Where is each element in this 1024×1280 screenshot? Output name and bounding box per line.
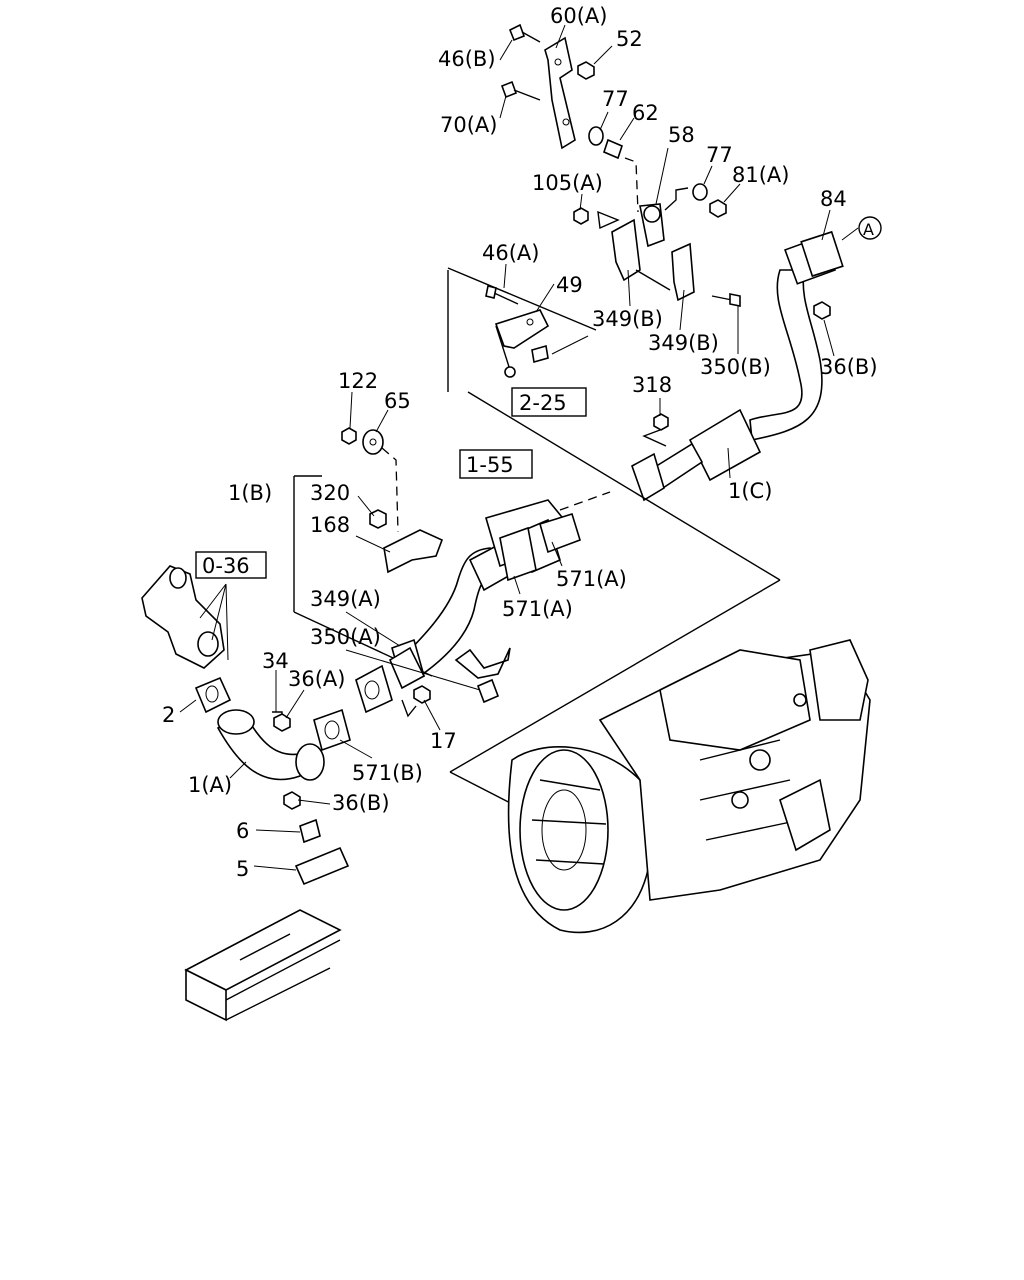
callout-52: 52 [616, 27, 643, 51]
gasket-2 [194, 676, 232, 714]
nut-105a [573, 207, 589, 225]
callout-1c: 1(C) [728, 479, 772, 503]
bolt-6 [299, 818, 321, 844]
callout-168: 168 [310, 513, 350, 537]
callout-36a: 36(A) [288, 667, 345, 691]
transmission-assembly [507, 639, 871, 934]
callout-349b-left: 349(B) [592, 307, 663, 331]
callout-46a: 46(A) [482, 241, 539, 265]
nut-122 [341, 427, 357, 445]
callout-349a: 349(A) [310, 587, 381, 611]
callout-62: 62 [632, 101, 659, 125]
callout-320: 320 [310, 481, 350, 505]
bolt-to-2-25 [531, 344, 549, 364]
clamp-349b-right [671, 242, 695, 302]
bracket-60a [544, 36, 576, 150]
bracket-49 [494, 309, 550, 378]
callout-77-right: 77 [706, 143, 733, 167]
callout-318: 318 [632, 373, 672, 397]
bolt-320 [369, 509, 387, 529]
chassis-frame [184, 909, 342, 1022]
callout-84: 84 [820, 187, 847, 211]
washer-77b [692, 183, 708, 201]
gasket-571b [313, 708, 351, 752]
callout-571a-right: 571(A) [556, 567, 627, 591]
ref-box-0-36-label: 0-36 [202, 554, 250, 578]
nut-318 [653, 413, 669, 431]
callout-58: 58 [668, 123, 695, 147]
callout-1a: 1(A) [188, 773, 232, 797]
callout-49: 49 [556, 273, 583, 297]
callout-2: 2 [162, 703, 175, 727]
callout-350b: 350(B) [700, 355, 771, 379]
connector-marker-a: A [858, 216, 882, 240]
nut-81a [709, 199, 727, 218]
bolt-46b [508, 23, 541, 43]
ref-box-1-55-label: 1-55 [466, 453, 514, 477]
callout-571a-left: 571(A) [502, 597, 573, 621]
callout-6: 6 [236, 819, 249, 843]
callout-17: 17 [430, 729, 457, 753]
exhaust-manifold-0-36 [141, 565, 225, 669]
callout-1b: 1(B) [228, 481, 272, 505]
callout-350a: 350(A) [310, 625, 381, 649]
nut-52 [577, 61, 595, 80]
callout-122: 122 [338, 369, 378, 393]
callout-65: 65 [384, 389, 411, 413]
callout-5: 5 [236, 857, 249, 881]
callout-81a: 81(A) [732, 163, 789, 187]
callout-70a: 70(A) [440, 113, 497, 137]
callout-77-top: 77 [602, 87, 629, 111]
leader-lines [179, 24, 859, 871]
clamp-349a [454, 647, 511, 679]
insulator-58 [639, 203, 665, 248]
gasket-571a-left [499, 526, 537, 582]
spacer-62 [603, 138, 623, 160]
ref-box-1-55[interactable]: 1-55 [459, 449, 533, 479]
ref-box-0-36[interactable]: 0-36 [195, 551, 267, 579]
nut-36b-bottom [283, 791, 301, 810]
mount-5 [294, 846, 350, 886]
washer-65 [362, 429, 384, 455]
bolt-350a [476, 678, 500, 704]
nut-36a [273, 713, 291, 732]
callout-105a: 105(A) [532, 171, 603, 195]
flange-pipe-17 [355, 646, 426, 714]
callout-349b-right: 349(B) [648, 331, 719, 355]
callout-571b: 571(B) [352, 761, 423, 785]
gasket-571a-right [539, 512, 581, 554]
callout-46b: 46(B) [438, 47, 496, 71]
bolt-70a [500, 80, 541, 101]
ref-box-2-25-label: 2-25 [519, 391, 567, 415]
connector-marker-label: A [863, 220, 874, 239]
callout-36b-bottom: 36(B) [332, 791, 390, 815]
nut-36b-top [813, 301, 831, 320]
pipe-1a [216, 709, 325, 781]
ref-box-2-25[interactable]: 2-25 [511, 387, 587, 417]
bolt-350b [711, 293, 741, 307]
callout-60a: 60(A) [550, 4, 607, 28]
washer-77a [588, 126, 604, 146]
bracket-168 [383, 529, 444, 574]
gasket-84 [800, 230, 844, 278]
callout-36b-top: 36(B) [820, 355, 878, 379]
clamp-349b-left [611, 218, 641, 282]
callout-34: 34 [262, 649, 289, 673]
bolt-17 [413, 685, 431, 704]
